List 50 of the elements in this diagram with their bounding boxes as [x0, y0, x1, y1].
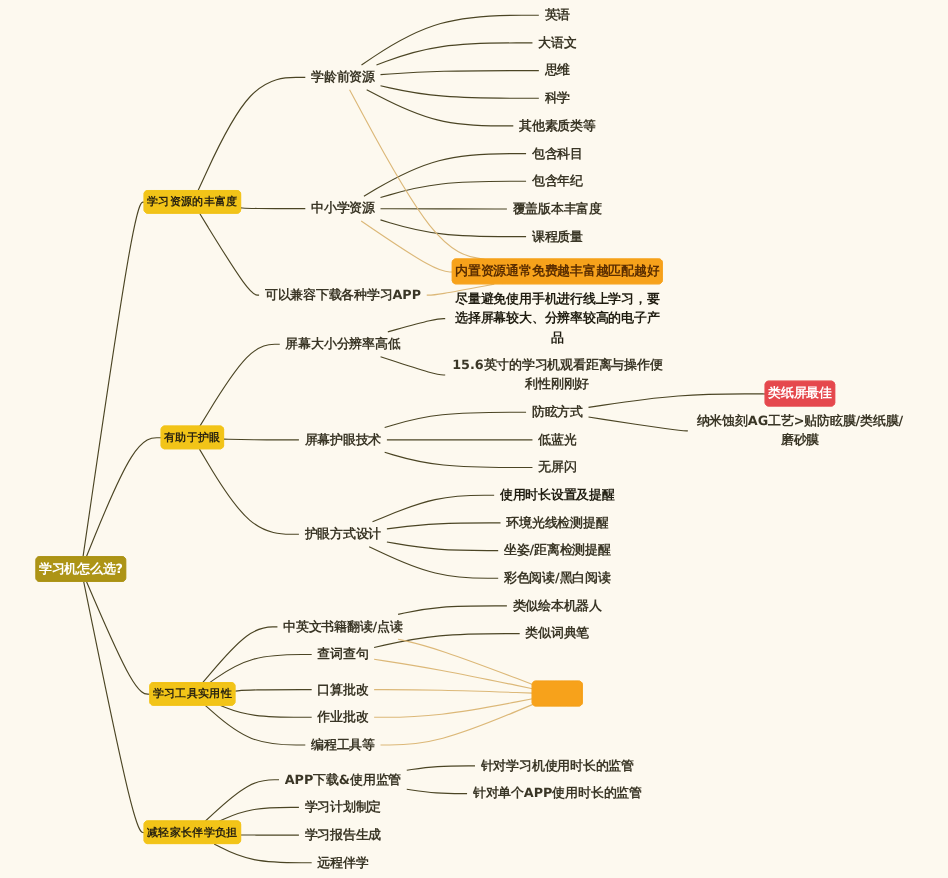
connector [397, 638, 534, 686]
connector [587, 416, 689, 432]
connector [208, 653, 313, 684]
connector [85, 437, 163, 558]
connector [366, 89, 514, 127]
connector [386, 541, 499, 552]
connector [82, 201, 146, 558]
connector [240, 834, 300, 836]
connector [199, 343, 281, 427]
connector [373, 698, 534, 718]
connector [204, 779, 280, 822]
connector [363, 153, 527, 197]
connector [379, 85, 540, 99]
connector [220, 705, 313, 718]
connector [380, 356, 446, 376]
connector [218, 806, 300, 822]
connector [360, 14, 540, 66]
connector [240, 207, 306, 210]
connector [201, 626, 278, 684]
connector [384, 411, 527, 429]
connector [373, 658, 534, 690]
connector [384, 451, 534, 469]
connector [373, 633, 521, 649]
connector [199, 213, 260, 296]
connector [375, 42, 534, 66]
connector [379, 703, 534, 746]
connector [379, 208, 508, 210]
connector [371, 494, 495, 523]
connector [386, 522, 502, 530]
connector [197, 76, 306, 192]
connector [373, 689, 534, 694]
connector [204, 705, 306, 746]
connector [234, 689, 313, 692]
connector [379, 219, 527, 238]
connector [397, 605, 508, 615]
connector [379, 180, 527, 199]
connector [379, 70, 540, 76]
connector [360, 220, 454, 273]
connector [386, 439, 534, 441]
connector [368, 546, 499, 579]
connector [587, 393, 767, 408]
connector [406, 788, 468, 795]
connector [83, 581, 146, 834]
connector [213, 843, 313, 864]
connector [426, 283, 495, 296]
connector [198, 448, 300, 535]
connector [86, 581, 151, 695]
connector [223, 438, 300, 441]
connector [406, 765, 476, 771]
connector [387, 318, 446, 333]
